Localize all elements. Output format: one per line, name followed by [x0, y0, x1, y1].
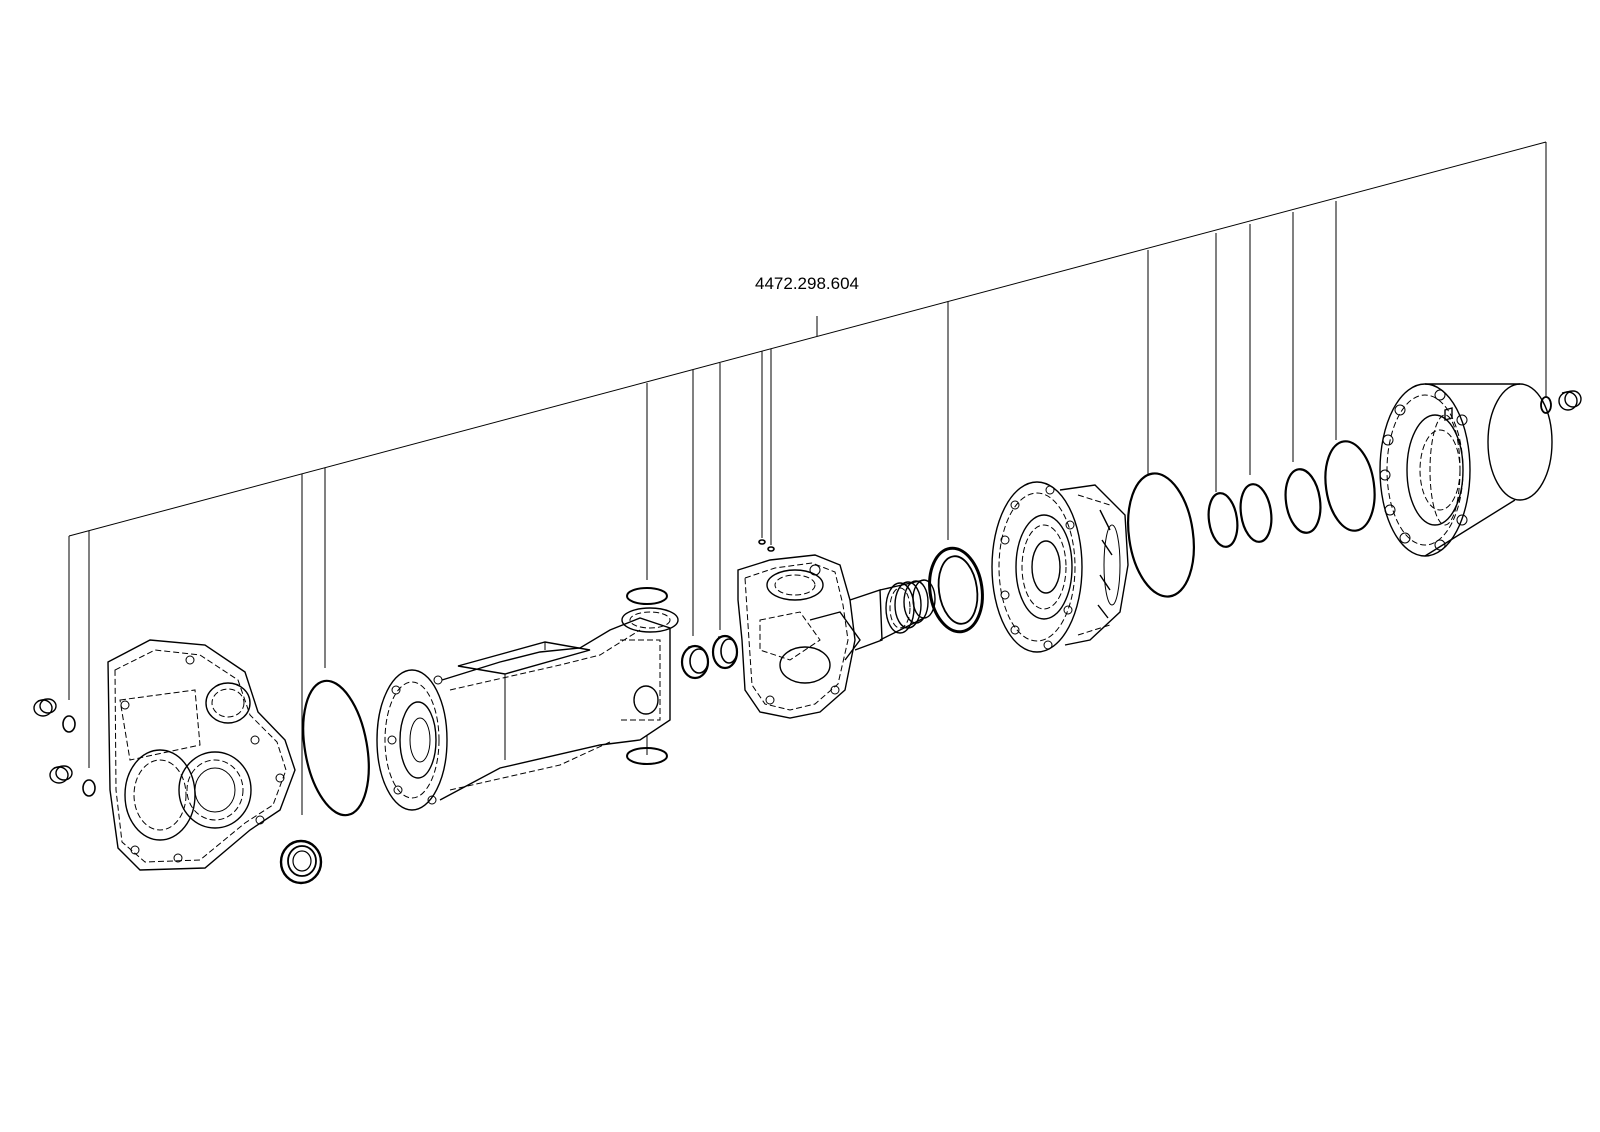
o-ring-right-1: [1207, 492, 1239, 548]
drain-plug-right: [1558, 390, 1582, 411]
o-ring-upper-mid: [626, 587, 668, 605]
needle-bearing-a: [680, 644, 710, 680]
part-number-label: 4472.298.604: [755, 274, 859, 293]
o-ring-right-4: [1324, 440, 1376, 532]
o-ring-lower-mid: [626, 747, 668, 765]
large-o-ring-left: [302, 679, 370, 817]
wheel-hub: [991, 481, 1129, 653]
hub-seal-ring: [928, 546, 984, 634]
needle-bearing-b: [711, 634, 739, 670]
planetary-cover: [1379, 383, 1553, 557]
o-ring-small-right: [1540, 396, 1552, 414]
steering-knuckle: [737, 554, 936, 719]
small-pin-a: [758, 539, 766, 545]
o-ring-small-lower: [82, 779, 96, 797]
large-o-ring-hub: [1127, 472, 1195, 598]
o-ring-small-upper: [62, 715, 76, 733]
o-ring-right-2: [1239, 483, 1273, 543]
leader-lines: [68, 141, 1547, 815]
drain-plug-upper: [33, 698, 57, 717]
small-pin-b: [767, 546, 775, 552]
axle-housing: [107, 639, 296, 871]
axle-trumpet: [376, 607, 679, 811]
o-ring-right-3: [1284, 468, 1322, 534]
shaft-seal-left: [279, 839, 323, 885]
drain-plug-lower: [49, 765, 73, 784]
